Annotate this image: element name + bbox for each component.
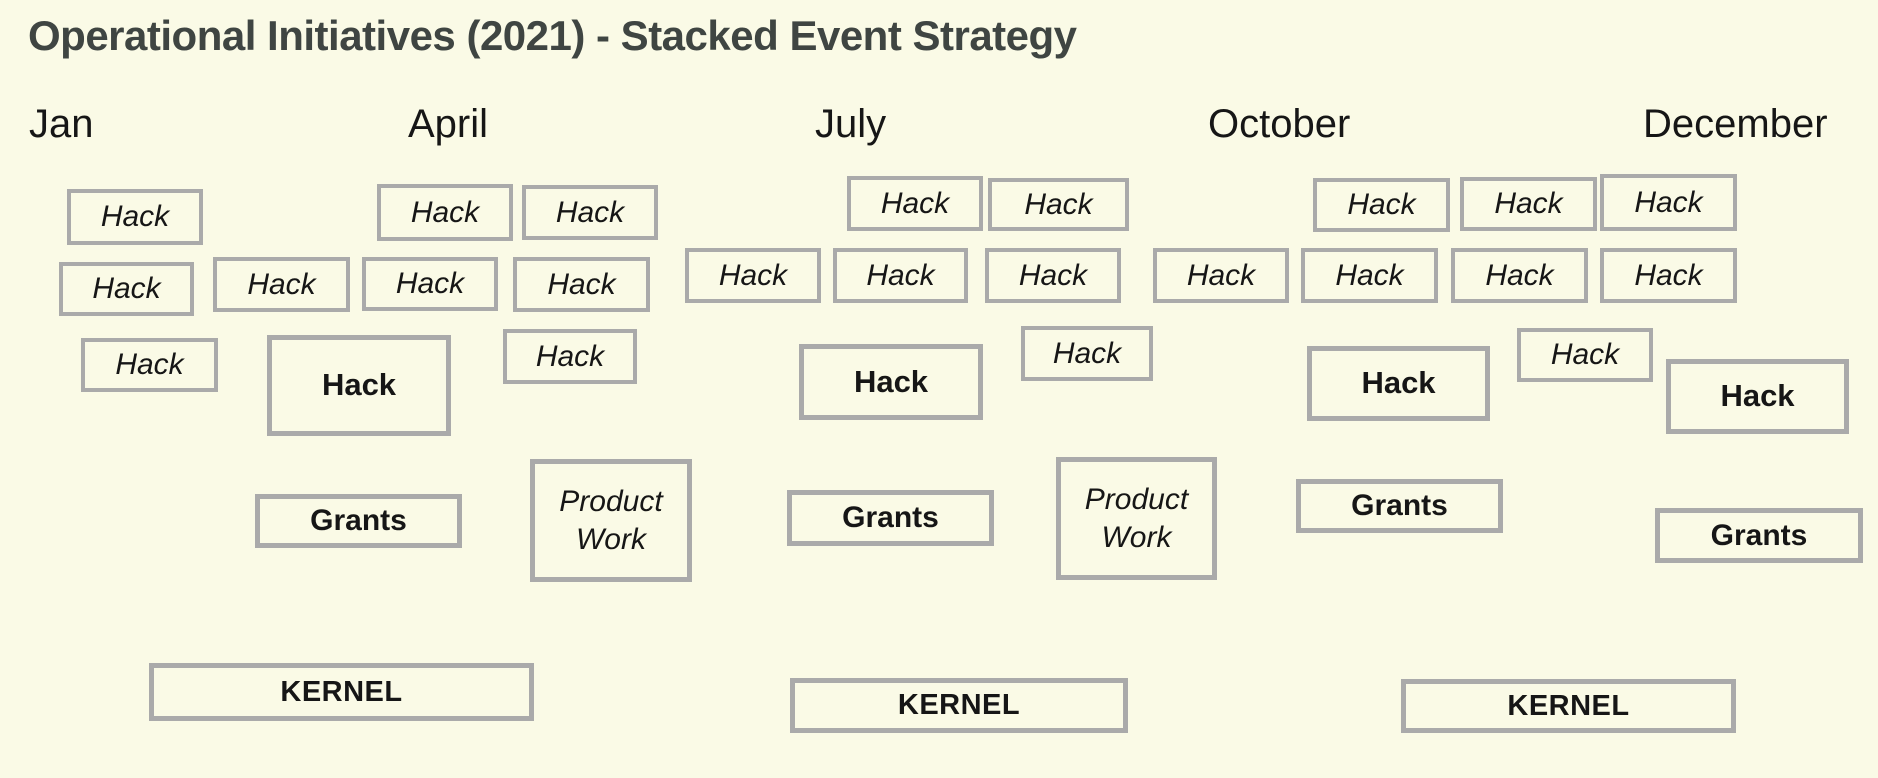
event-box-hack-small: Hack <box>213 257 350 312</box>
event-box-grants: Grants <box>787 490 994 546</box>
event-box-hack-small: Hack <box>685 248 821 303</box>
event-box-grants: Grants <box>255 494 462 548</box>
month-label-jan: Jan <box>29 102 94 146</box>
event-box-grants: Grants <box>1655 508 1863 563</box>
event-box-hack-small: Hack <box>833 248 968 303</box>
month-label-october: October <box>1208 102 1351 146</box>
event-box-hack-big: Hack <box>1307 346 1490 421</box>
event-box-hack-small: Hack <box>377 184 513 241</box>
event-box-hack-small: Hack <box>503 329 637 384</box>
event-box-kernel: KERNEL <box>1401 679 1736 733</box>
event-box-hack-small: Hack <box>522 185 658 240</box>
diagram-title: Operational Initiatives (2021) - Stacked… <box>28 12 1077 59</box>
month-label-july: July <box>815 102 887 146</box>
event-box-hack-big: Hack <box>1666 359 1849 434</box>
event-box-hack-small: Hack <box>1460 177 1597 231</box>
event-box-grants: Grants <box>1296 479 1503 533</box>
event-box-hack-big: Hack <box>267 335 451 436</box>
event-box-hack-small: Hack <box>1600 174 1737 231</box>
event-box-hack-small: Hack <box>1313 178 1450 232</box>
event-box-hack-big: Hack <box>799 344 983 420</box>
event-box-hack-small: Hack <box>1600 248 1737 303</box>
event-box-hack-small: Hack <box>847 176 983 231</box>
event-box-hack-small: Hack <box>59 262 194 316</box>
event-box-hack-small: Hack <box>985 248 1121 303</box>
event-box-product-work: Product Work <box>530 459 692 582</box>
month-label-december: December <box>1643 102 1828 146</box>
event-box-hack-small: Hack <box>513 257 650 312</box>
event-box-hack-small: Hack <box>81 338 218 392</box>
event-box-kernel: KERNEL <box>149 663 534 721</box>
month-label-april: April <box>408 102 489 146</box>
event-box-hack-small: Hack <box>1153 248 1289 303</box>
event-box-hack-small: Hack <box>362 257 498 311</box>
event-box-hack-small: Hack <box>1021 326 1153 381</box>
event-box-hack-small: Hack <box>1517 328 1653 382</box>
event-box-hack-small: Hack <box>1301 248 1438 303</box>
event-box-hack-small: Hack <box>67 189 203 245</box>
event-box-hack-small: Hack <box>1451 248 1588 303</box>
event-box-kernel: KERNEL <box>790 678 1128 733</box>
event-box-hack-small: Hack <box>988 178 1129 231</box>
event-box-product-work: Product Work <box>1056 457 1217 580</box>
